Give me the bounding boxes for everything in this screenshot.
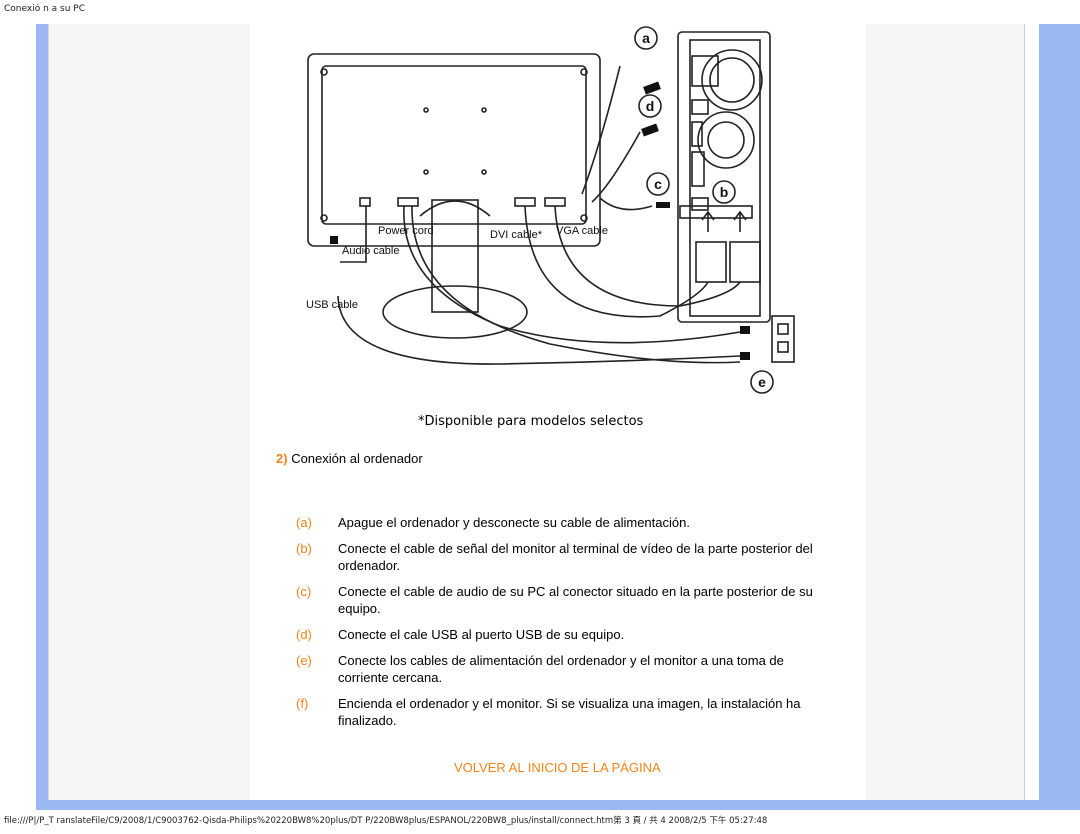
list-item: (c) Conecte el cable de audio de su PC a…: [296, 583, 836, 617]
step-letter: (a): [296, 515, 312, 530]
section-number: 2): [276, 451, 288, 466]
step-text: Apague el ordenador y desconecte su cabl…: [338, 515, 690, 530]
list-item: (f) Encienda el ordenador y el monitor. …: [296, 695, 836, 729]
dvi-cable-label: DVI cable*: [490, 229, 543, 241]
content-panel: [250, 24, 866, 800]
step-letter: (b): [296, 541, 312, 556]
right-margin-strip: [1024, 24, 1039, 800]
step-letter: (f): [296, 696, 309, 711]
callout-b-label: b: [720, 184, 729, 200]
callout-e: [750, 370, 774, 394]
connection-diagram: a d c b e Power cord DVI cable* VGA cabl…: [306, 26, 795, 394]
power-cord-label: Power cord: [378, 225, 434, 237]
section-title: Conexión al ordenador: [291, 451, 423, 466]
list-item: (d) Conecte el cale USB al puerto USB de…: [296, 626, 836, 643]
vga-cable-label: VGA cable: [556, 225, 608, 237]
section-heading: 2) Conexión al ordenador: [276, 451, 423, 466]
list-item: (b) Conecte el cable de señal del monito…: [296, 540, 836, 574]
step-text: Conecte el cable de audio de su PC al co…: [338, 584, 813, 616]
step-text: Conecte los cables de alimentación del o…: [338, 653, 784, 685]
step-letter: (c): [296, 584, 312, 599]
audio-cable-label: Audio cable: [342, 245, 400, 257]
callout-d: [638, 94, 662, 118]
step-text: Encienda el ordenador y el monitor. Si s…: [338, 696, 801, 728]
list-item: (e) Conecte los cables de alimentación d…: [296, 652, 836, 686]
page-header-title: Conexió n a su PC: [4, 4, 85, 14]
callout-d-label: d: [646, 98, 655, 114]
usb-cable-label: USB cable: [306, 299, 358, 311]
step-letter: (e): [296, 653, 312, 668]
callout-a-label: a: [642, 30, 650, 46]
steps-list: (a) Apague el ordenador y desconecte su …: [296, 514, 836, 729]
back-to-top-link[interactable]: VOLVER AL INICIO DE LA PÁGINA: [454, 760, 661, 775]
callout-a: [634, 26, 658, 50]
callout-e-label: e: [758, 374, 766, 390]
callout-c: [646, 172, 670, 196]
availability-note: *Disponible para modelos selectos: [418, 414, 644, 429]
monitor-stand-base: [382, 285, 528, 339]
step-text: Conecte el cale USB al puerto USB de su …: [338, 627, 625, 642]
footer-file-path: file:///P|/P_T ranslateFile/C9/2008/1/C9…: [4, 816, 768, 826]
monitor-back-outline: [307, 53, 601, 247]
step-letter: (d): [296, 627, 312, 642]
list-item: (a) Apague el ordenador y desconecte su …: [296, 514, 836, 531]
callout-b: [712, 180, 736, 204]
pc-tower-outline: [677, 31, 771, 323]
step-text: Conecte el cable de señal del monitor al…: [338, 541, 813, 573]
callout-c-label: c: [654, 176, 662, 192]
